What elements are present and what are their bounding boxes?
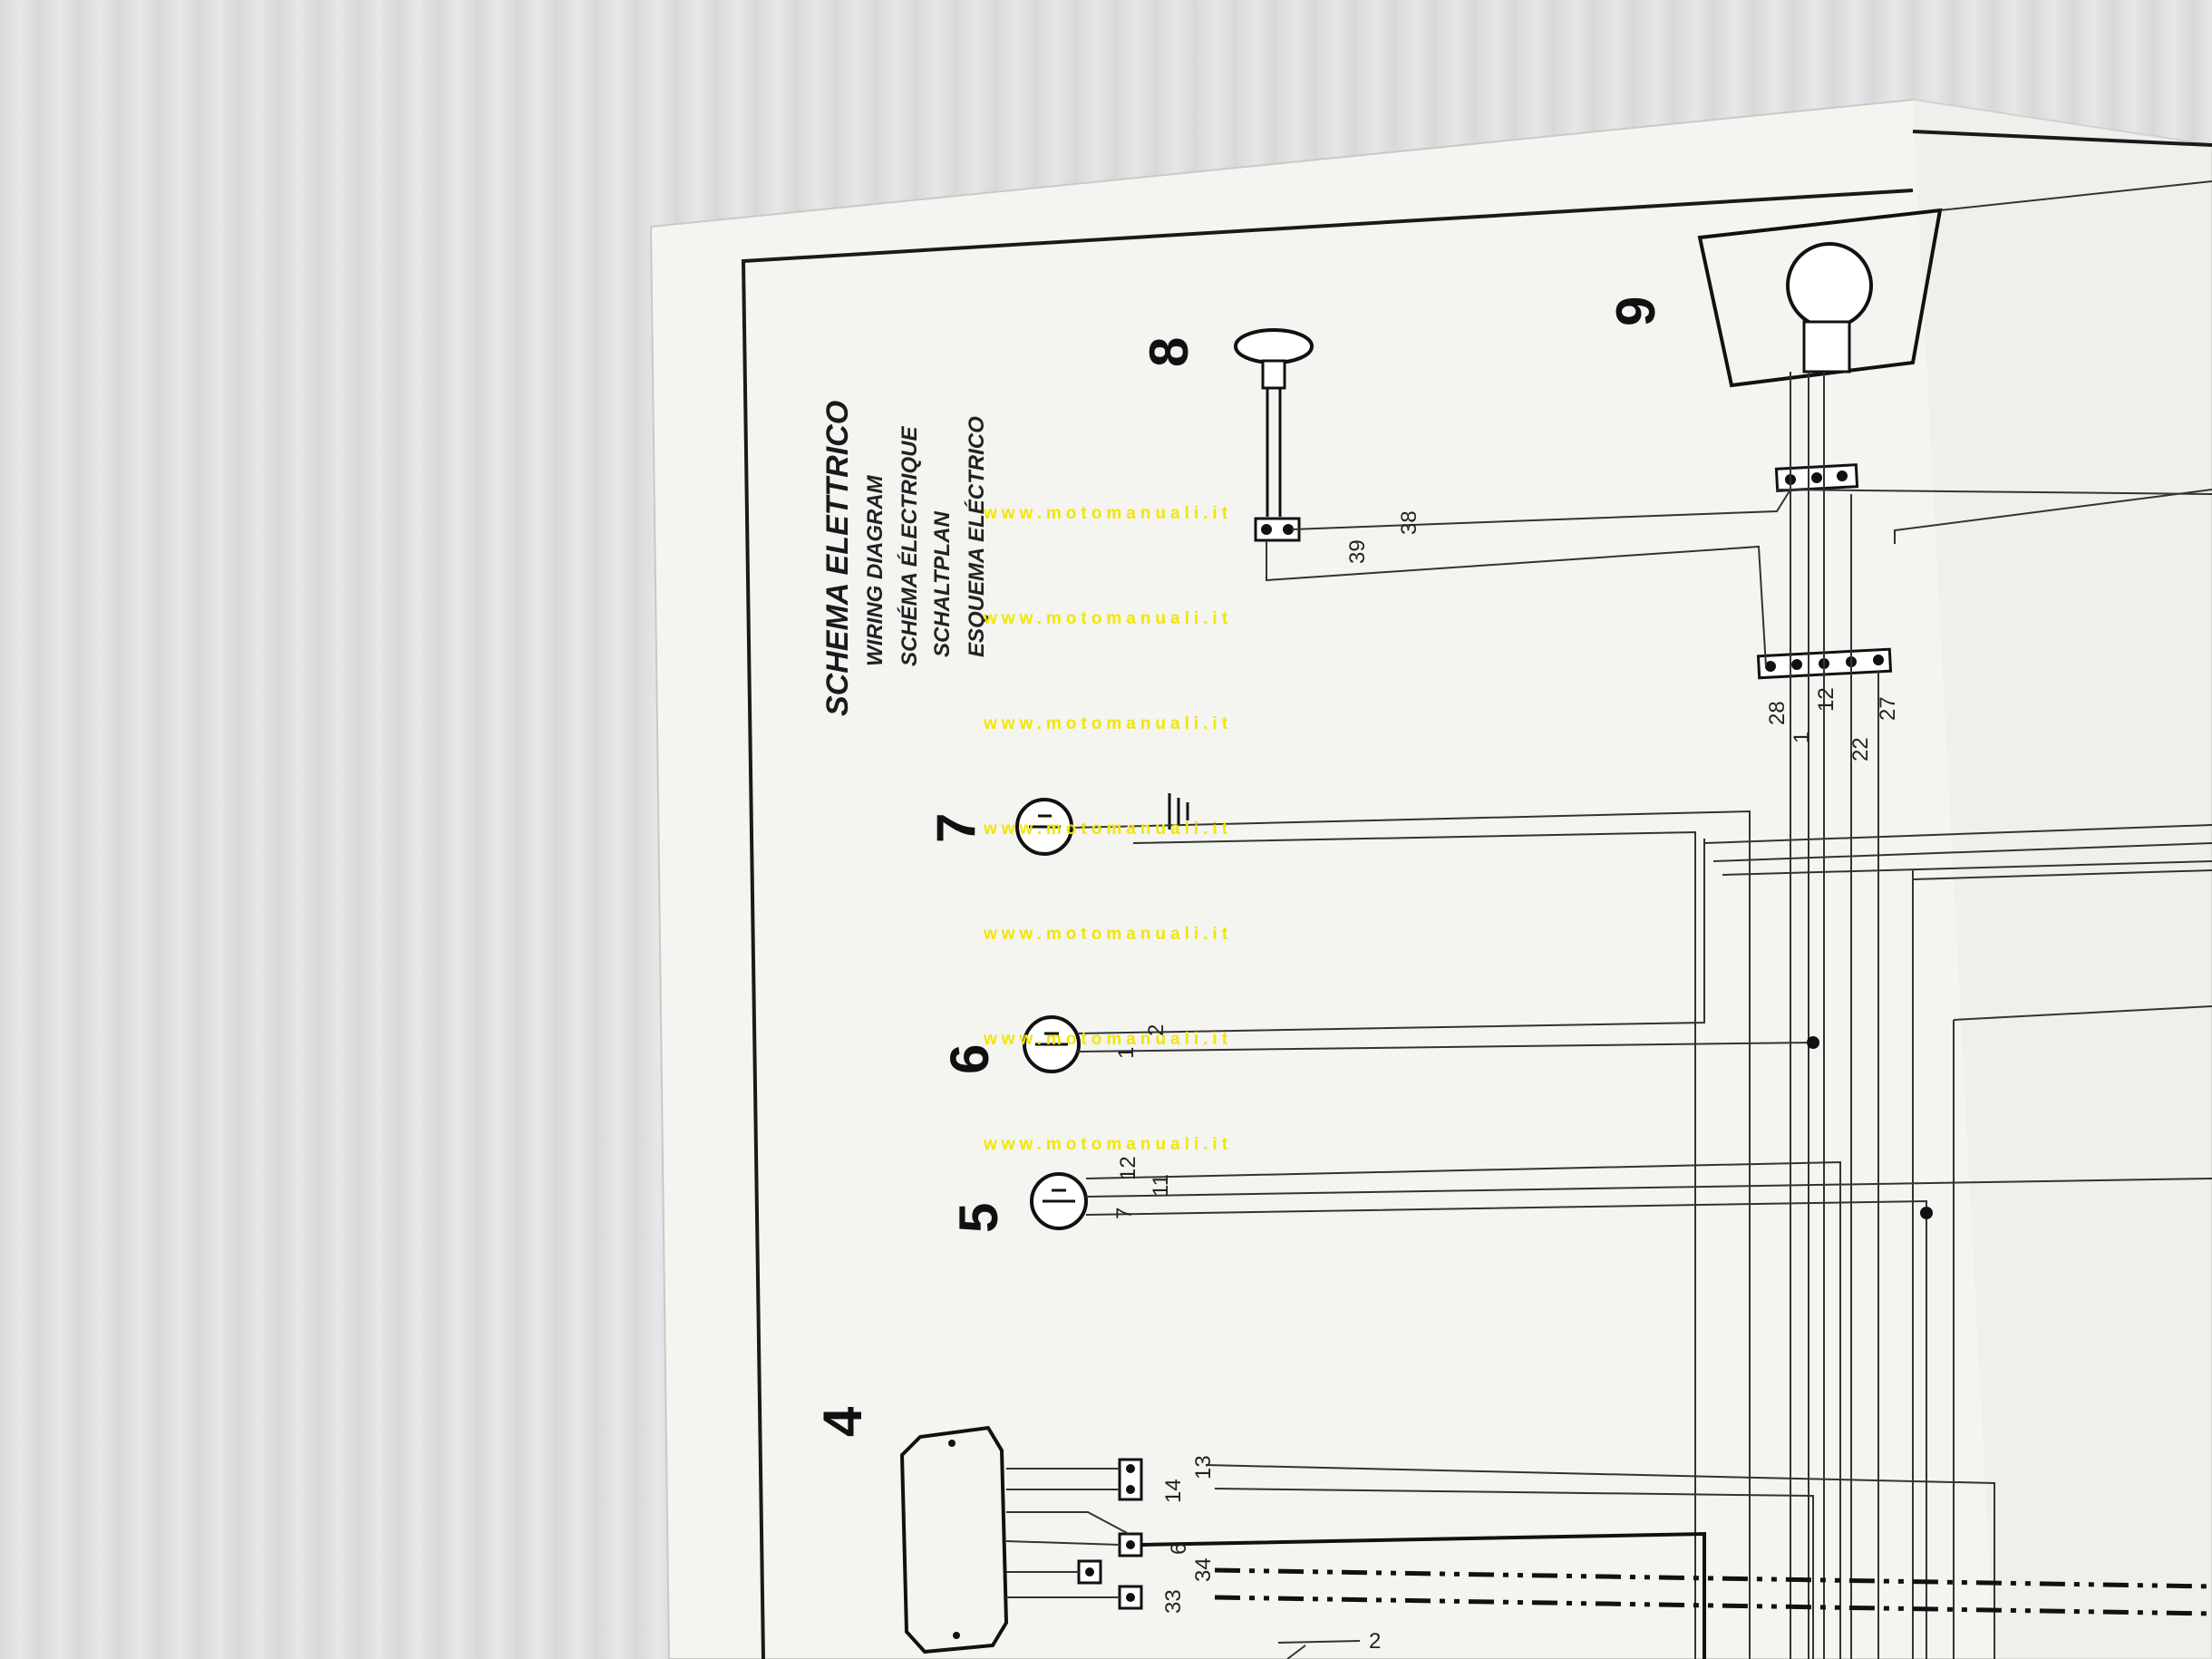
component-number-9: 9 <box>1606 296 1666 326</box>
title-line-2: SCHÉMA ÉLECTRIQUE <box>897 426 922 666</box>
wire-label-1: 1 <box>1790 732 1814 743</box>
title-line-1: WIRING DIAGRAM <box>863 474 888 666</box>
wire-labels: 38 39 28 1 12 22 27 2 1 12 11 7 13 14 6 … <box>1112 510 1900 1654</box>
watermark-5: www.motomanuali.it <box>983 925 1232 944</box>
watermark-2: www.motomanuali.it <box>983 609 1232 628</box>
watermark-3: www.motomanuali.it <box>983 714 1232 733</box>
connector-9-upper <box>1774 463 1859 492</box>
wire-label-c5-7: 7 <box>1112 1208 1137 1219</box>
lamp-icon <box>1697 208 1943 388</box>
wire-label-6: 6 <box>1167 1543 1191 1555</box>
wire-label-27: 27 <box>1876 696 1900 721</box>
indicator-lamp-5 <box>1030 1172 1088 1230</box>
wire-label-c6-1: 1 <box>1114 1047 1139 1059</box>
wire-label-12: 12 <box>1814 687 1838 712</box>
wire-label-39: 39 <box>1345 539 1370 564</box>
diagram-frame <box>741 130 2212 1659</box>
component-number-7: 7 <box>926 813 986 843</box>
indicator-lamp-6 <box>1023 1015 1081 1073</box>
wire-label-34: 34 <box>1191 1557 1216 1582</box>
wire-label-28: 28 <box>1765 701 1790 725</box>
horn-icon <box>1234 328 1314 517</box>
indicator-lamp-7 <box>1015 798 1073 856</box>
watermarks: www.motomanuali.it www.motomanuali.it ww… <box>983 504 1232 1154</box>
wire-label-14: 14 <box>1161 1479 1186 1503</box>
title-block: SCHEMA ELETTRICO WIRING DIAGRAM SCHÉMA É… <box>820 401 989 716</box>
watermark-6: www.motomanuali.it <box>983 1030 1232 1049</box>
regulator-box <box>899 1425 1009 1654</box>
watermark-1: www.motomanuali.it <box>983 504 1232 523</box>
wire-label-c6-2: 2 <box>1144 1024 1169 1036</box>
title-main: SCHEMA ELETTRICO <box>820 401 855 716</box>
ground-icon <box>1168 793 1189 830</box>
component-number-4: 4 <box>812 1406 873 1437</box>
wire-label-c4-2: 2 <box>1369 1629 1381 1654</box>
component-number-5: 5 <box>948 1203 1009 1233</box>
wire-label-13: 13 <box>1191 1455 1216 1480</box>
paper-fold-shade <box>1913 100 2212 1659</box>
watermark-7: www.motomanuali.it <box>983 1135 1232 1154</box>
wire-label-c5-11: 11 <box>1149 1174 1173 1197</box>
junction-dots <box>1807 1036 1933 1219</box>
title-line-3: SCHALTPLAN <box>930 510 955 657</box>
wire-label-22: 22 <box>1848 737 1873 762</box>
wire-label-c5-12: 12 <box>1116 1156 1140 1180</box>
wire-label-38: 38 <box>1397 510 1421 535</box>
wire-label-33: 33 <box>1161 1589 1186 1614</box>
title-line-4: ESQUEMA ELÉCTRICO <box>964 416 989 657</box>
component-number-6: 6 <box>939 1044 1000 1074</box>
connector-4-group <box>1077 1458 1143 1610</box>
wires <box>1005 180 2212 1659</box>
watermark-4: www.motomanuali.it <box>983 820 1232 839</box>
component-number-8: 8 <box>1139 337 1199 367</box>
